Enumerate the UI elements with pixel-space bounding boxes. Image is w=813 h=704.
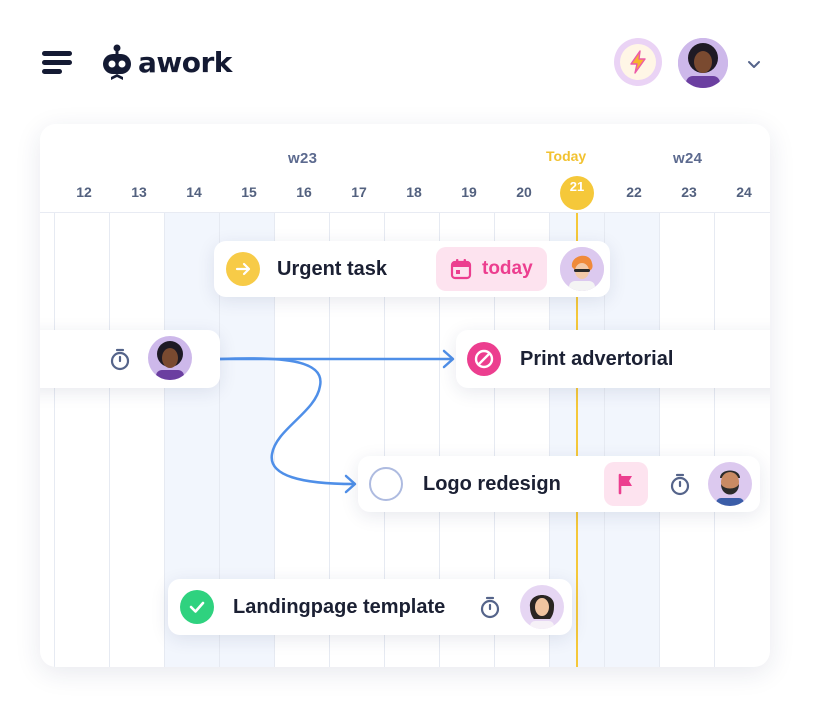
timer-icon[interactable] [468,585,512,629]
day-label: 17 [351,184,367,200]
timer-icon[interactable] [98,337,142,381]
flag-icon[interactable] [604,462,648,506]
task-card-landingpage-template[interactable]: Landingpage template [168,579,572,635]
due-today-badge[interactable]: today [436,247,547,291]
quick-action-button[interactable] [614,38,662,86]
day-label: 12 [76,184,92,200]
day-label: 13 [131,184,147,200]
task-card-urgent[interactable]: Urgent task today [214,241,610,297]
assignee-avatar[interactable] [520,585,564,629]
user-avatar[interactable] [678,38,728,88]
calendar-icon [450,259,472,280]
task-title: Urgent task [277,257,388,280]
awork-robot-icon [103,44,131,80]
timeline-header: w23 w24 Today 21 12 13 14 15 16 17 18 19… [40,124,770,213]
blocked-icon [467,342,501,376]
check-icon[interactable] [180,590,214,624]
task-predecessor-card[interactable] [40,330,220,388]
day-label: 16 [296,184,312,200]
day-label: 24 [736,184,752,200]
day-label: 18 [406,184,422,200]
week-label: w24 [673,150,703,167]
task-card-print-advertorial[interactable]: Print advertorial [456,330,770,388]
timer-icon[interactable] [658,462,702,506]
today-marker[interactable]: 21 [560,176,594,210]
assignee-avatar[interactable] [560,247,604,291]
person-avatar-icon [678,38,728,88]
dependency-arrows [218,349,455,494]
assignee-avatar[interactable] [148,336,192,380]
week-label: w23 [288,150,318,167]
chevron-down-icon[interactable] [744,54,764,74]
today-line [576,210,578,667]
day-label: 15 [241,184,257,200]
day-label: 20 [516,184,532,200]
today-day: 21 [569,179,585,194]
task-card-logo-redesign[interactable]: Logo redesign [358,456,760,512]
hamburger-menu-icon[interactable] [40,49,74,75]
task-title: Logo redesign [423,472,561,495]
today-label: Today [546,148,587,164]
day-label: 14 [186,184,202,200]
task-title: Landingpage template [233,595,446,618]
app-name: awork [138,45,232,79]
assignee-avatar[interactable] [708,462,752,506]
lightning-bolt-icon [630,50,646,74]
day-label: 19 [461,184,477,200]
day-label: 23 [681,184,697,200]
empty-circle-icon[interactable] [369,467,403,501]
task-title: Print advertorial [520,347,674,370]
due-label: today [482,258,533,279]
day-label: 22 [626,184,642,200]
arrow-right-icon [226,252,260,286]
app-logo: awork [100,44,232,80]
timeline-board: w23 w24 Today 21 12 13 14 15 16 17 18 19… [40,124,770,667]
